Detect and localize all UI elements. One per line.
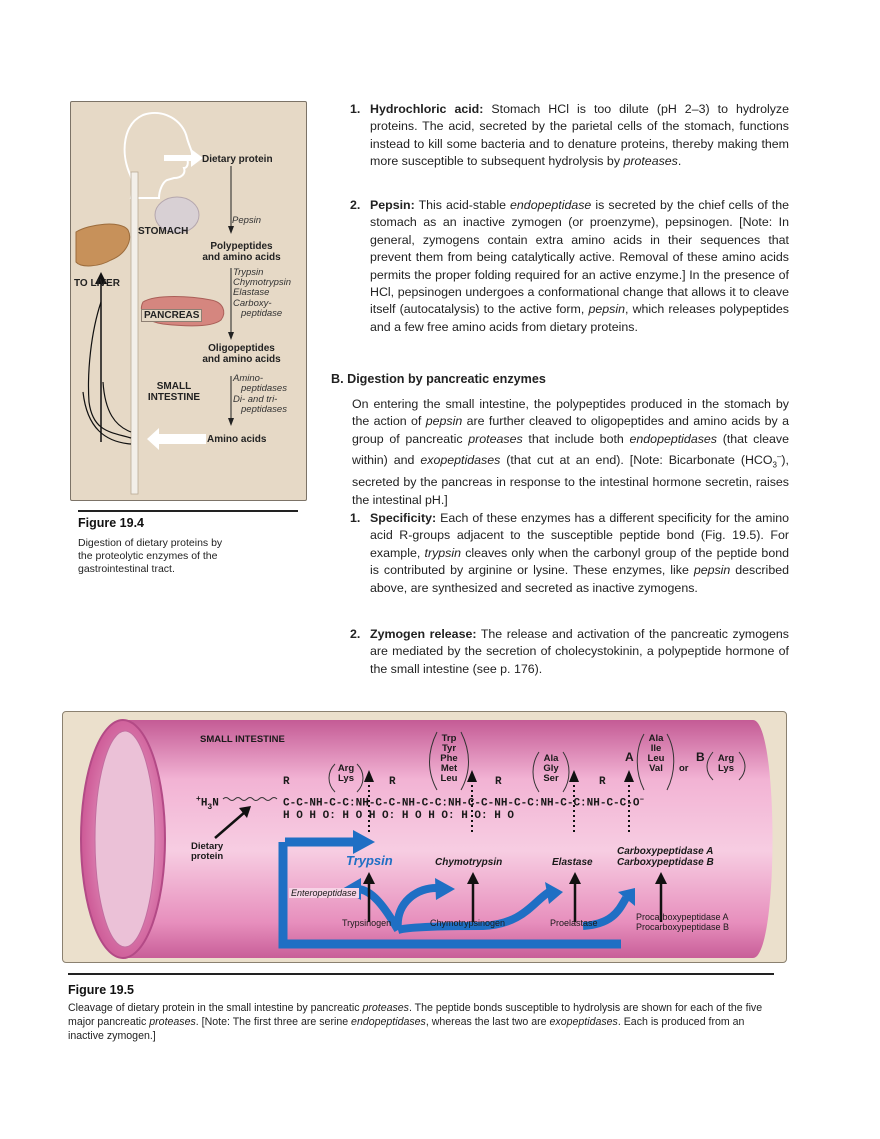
figure-19-5-rule (68, 973, 774, 975)
label-stomach: STOMACH (138, 226, 189, 237)
label-amino-acids: Amino acids (207, 434, 267, 445)
carboxypeptidase-cleavage-arrow (624, 770, 634, 782)
carboxypeptidase-a-letter: A (625, 750, 634, 764)
enzyme-elastase: Elastase (552, 857, 593, 868)
figure-19-4-panel: Dietary protein STOMACH Pepsin Polypepti… (70, 101, 307, 501)
intestine-illustration (80, 719, 773, 959)
paragraph-pepsin: Pepsin: This acid-stable endopeptidase i… (370, 198, 789, 334)
label-dietary-protein: Dietary protein (202, 154, 273, 165)
dietary-protein-pointer (239, 806, 251, 818)
label-enz-carboxy: Carboxy- (233, 298, 272, 309)
or-label: or (679, 763, 689, 774)
item-3-number: 1. (350, 511, 361, 525)
carboxypeptidase-b-letter: B (696, 750, 705, 764)
amino-terminus: +H3N (196, 795, 219, 812)
label-to-liver: TO LIVER (74, 278, 120, 289)
flow-arrow-1 (228, 226, 234, 234)
flow-arrow-2 (228, 332, 234, 340)
r-group-3: R (495, 776, 502, 788)
liver-shape (75, 223, 131, 267)
paragraph-pancreatic-digestion: On entering the small intestine, the pol… (352, 397, 789, 507)
figure-19-4-rule (78, 510, 298, 512)
to-liver-arrowhead (95, 272, 107, 284)
paragraph-specificity: Specificity: Each of these enzymes has a… (370, 511, 789, 595)
item-4-number: 2. (350, 627, 361, 641)
elastase-cleavage-arrow (569, 770, 579, 782)
trypsin-cleavage-arrow (364, 770, 374, 782)
zymogen-proelastase: Proelastase (550, 918, 598, 928)
chymotrypsin-cleavage-arrow (467, 770, 477, 782)
enzyme-carboxypeptidase-a: Carboxypeptidase A (617, 846, 714, 857)
item-2-number: 2. (350, 198, 361, 212)
zymogen-procarboxypeptidase-a: Procarboxypeptidase A (636, 912, 729, 922)
zymogen-trypsinogen: Trypsinogen (342, 918, 392, 928)
figure-19-5-panel: SMALL INTESTINE +H3N R R R R C-C-NH-C-C:… (62, 711, 787, 963)
backbone-h-o-row: H O H O: H O H O: H O H O: H O: H O (283, 810, 515, 822)
enzyme-trypsin: Trypsin (346, 853, 393, 868)
carboxypeptidase-activation-arrow (618, 888, 635, 906)
elastase-activation-arrow (545, 882, 563, 904)
chymotrypsin-activation-arrow (435, 878, 455, 900)
label-aminopeptidases: Amino- (233, 373, 264, 384)
label-enz-trypsin: Trypsin (233, 267, 264, 278)
enzyme-chymotrypsin: Chymotrypsin (435, 857, 503, 868)
label-pancreas: PANCREAS (141, 309, 203, 322)
zymogen-procarboxypeptidase-b: Procarboxypeptidase B (636, 922, 730, 932)
figure-19-5-title: Figure 19.5 (68, 983, 134, 997)
label-enz-chymotrypsin: Chymotrypsin (233, 277, 292, 288)
zymogen-chymotrypsinogen: Chymotrypsinogen (430, 918, 506, 928)
label-di-tri: Di- and tri- (233, 394, 278, 405)
amino-acids-arrow (147, 428, 206, 450)
figure-19-5-caption: Cleavage of dietary protein in the small… (68, 1002, 763, 1042)
section-b-heading: B. Digestion by pancreatic enzymes (331, 372, 546, 386)
label-pepsin: Pepsin (232, 215, 262, 226)
r-group-4: R (599, 776, 606, 788)
enzyme-carboxypeptidase-b: Carboxypeptidase B (617, 857, 714, 868)
stomach-shape (154, 196, 200, 234)
label-di-tri-2: peptidases (241, 404, 287, 415)
paragraph-zymogen-release: Zymogen release: The release and activat… (370, 627, 789, 676)
label-small-intestine: SMALL INTESTINE (200, 734, 285, 745)
peptide-backbone: C-C-NH-C-C:NH-C-C-NH-C-C:NH-C-C-NH-C-C:N… (283, 795, 645, 810)
head-outline (123, 112, 194, 199)
figure-19-4-title: Figure 19.4 (78, 516, 144, 530)
label-enz-elastase: Elastase (233, 287, 270, 298)
flow-arrow-3 (228, 418, 234, 426)
r-group-1: R (283, 776, 290, 788)
figure-19-4-caption: Digestion of dietary proteins by the pro… (78, 537, 223, 575)
enteropeptidase-label: Enteropeptidase (289, 888, 359, 898)
intestine-lumen (94, 730, 156, 948)
gi-tube (130, 171, 139, 495)
r-group-2: R (389, 776, 396, 788)
trypsin-activation-arrow (353, 830, 375, 854)
label-aminopeptidases-2: peptidases (241, 383, 287, 394)
chain-squiggle (222, 797, 278, 801)
item-1-number: 1. (350, 102, 361, 116)
label-enz-carboxy-2: peptidase (241, 308, 283, 319)
paragraph-hydrochloric-acid: Hydrochloric acid: Stomach HCl is too di… (370, 102, 790, 169)
dietary-protein-arrow (164, 149, 203, 167)
